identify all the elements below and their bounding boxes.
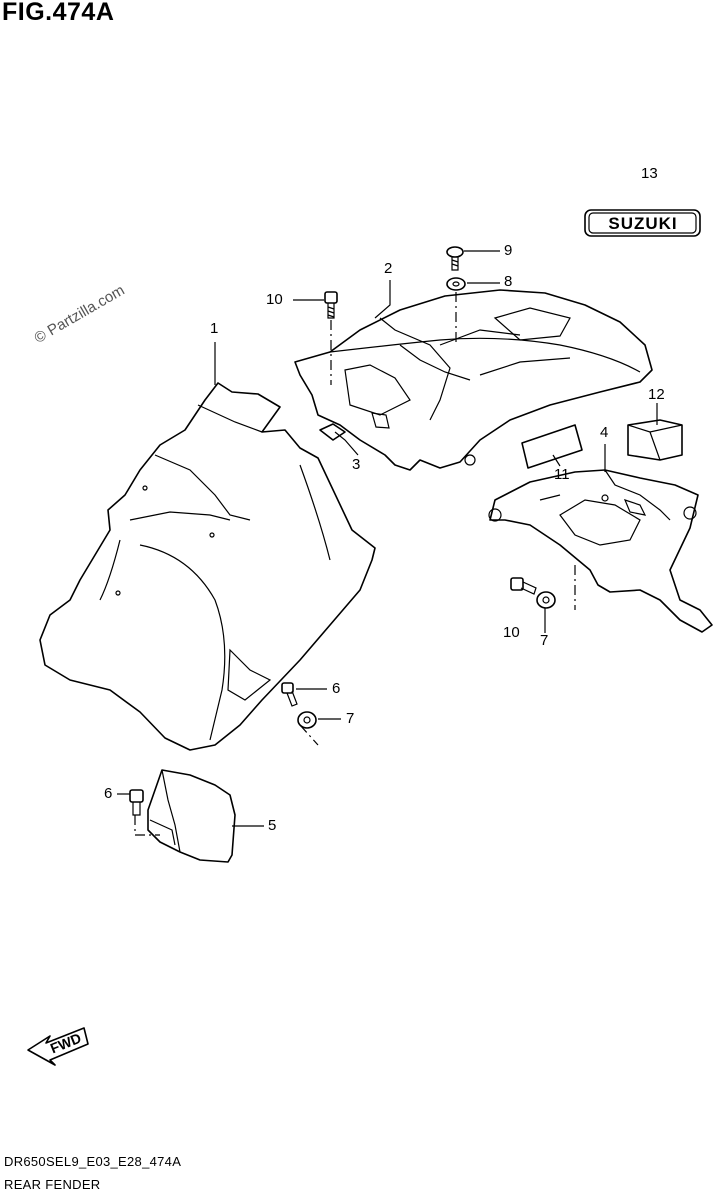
part-3-bracket[interactable] bbox=[319, 423, 346, 441]
callout-6-lower: 6 bbox=[104, 785, 113, 802]
callout-10-upper: 10 bbox=[266, 291, 283, 308]
part-12-cushion[interactable] bbox=[627, 419, 683, 461]
washer-8[interactable] bbox=[446, 277, 466, 291]
footer-diagram-code: DR650SEL9_E03_E28_474A bbox=[4, 1154, 182, 1169]
part-1-inner-fender[interactable] bbox=[39, 382, 376, 751]
footer-diagram-name: REAR FENDER bbox=[4, 1177, 101, 1192]
callout-2: 2 bbox=[384, 260, 393, 277]
nut-7-middle[interactable] bbox=[297, 711, 317, 729]
callout-10-lower: 10 bbox=[503, 624, 520, 641]
part-2-rear-fender[interactable] bbox=[294, 289, 653, 471]
screw-9[interactable] bbox=[446, 246, 464, 271]
callout-12: 12 bbox=[648, 386, 665, 403]
fwd-direction-arrow: FWD bbox=[27, 1027, 89, 1066]
callout-6-middle: 6 bbox=[332, 680, 341, 697]
bolt-6-middle[interactable] bbox=[281, 682, 298, 707]
callout-4: 4 bbox=[600, 424, 609, 441]
callout-7-middle: 7 bbox=[346, 710, 355, 727]
bolt-6-lower[interactable] bbox=[129, 789, 144, 816]
leader-lines bbox=[117, 250, 658, 827]
part-4-fender-bracket[interactable] bbox=[488, 469, 713, 633]
decal-text: SUZUKI bbox=[608, 214, 677, 233]
part-13-suzuki-decal[interactable]: SUZUKI bbox=[584, 209, 701, 237]
bolt-10-upper[interactable] bbox=[324, 291, 338, 319]
callout-11: 11 bbox=[554, 466, 570, 483]
nut-7-lower[interactable] bbox=[536, 591, 556, 609]
bolt-10-lower[interactable] bbox=[510, 577, 537, 595]
assembly-lines bbox=[134, 292, 576, 836]
callout-7-lower: 7 bbox=[540, 632, 549, 649]
callout-13: 13 bbox=[641, 165, 658, 182]
figure-title: FIG.474A bbox=[2, 0, 115, 26]
part-11-reflector[interactable] bbox=[521, 424, 583, 469]
callout-5: 5 bbox=[268, 817, 277, 834]
part-5-mud-flap[interactable] bbox=[147, 769, 236, 863]
callout-3: 3 bbox=[352, 456, 361, 473]
callout-9: 9 bbox=[504, 242, 513, 259]
callout-1: 1 bbox=[210, 320, 219, 337]
callout-8: 8 bbox=[504, 273, 513, 290]
